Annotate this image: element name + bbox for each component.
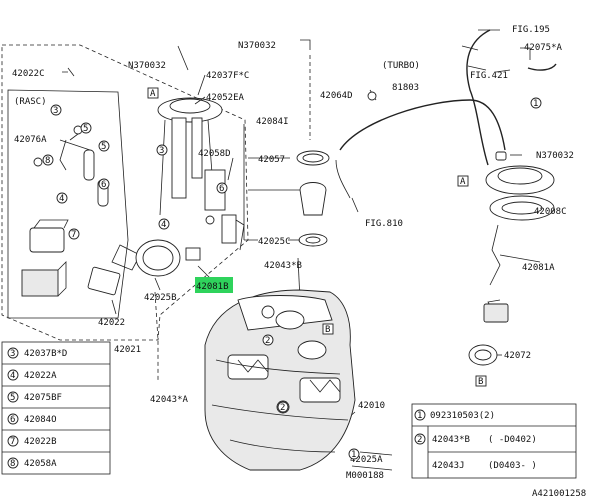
- label-m000188: M000188: [346, 471, 384, 481]
- box-a-right: A: [460, 177, 466, 187]
- callout-5a: 5: [83, 124, 88, 134]
- label-42022: 42022: [98, 318, 125, 328]
- label-42021: 42021: [114, 345, 141, 355]
- label-42025c: 42025C: [258, 237, 291, 247]
- legend-right-range-2: ( -D0402): [488, 435, 537, 445]
- legend-left: 3 42037B*D 4 42022A 5 42075BF 6 42084O 7…: [1, 341, 111, 475]
- label-fig421: FIG.421: [470, 71, 508, 81]
- callout-3b: 3: [159, 146, 164, 156]
- legend-num-8: 8: [10, 459, 15, 469]
- callout-2b: 2: [265, 336, 270, 346]
- label-42025b: 42025B: [144, 293, 177, 303]
- label-81803: 81803: [392, 83, 419, 93]
- legend-part-3: 42037B*D: [24, 349, 67, 359]
- legend-num-3: 3: [10, 349, 15, 359]
- highlight-42081b: [195, 277, 233, 293]
- label-42037fc: 42037F*C: [206, 71, 249, 81]
- callout-2a: 2: [280, 403, 285, 413]
- label-n370032-top: N370032: [128, 61, 166, 71]
- fuel-pump-module: [157, 97, 245, 251]
- callout-1a: 1: [533, 99, 538, 109]
- legend-right-num-1: 1: [417, 411, 422, 421]
- legend-num-4: 4: [10, 371, 15, 381]
- legend-part-6: 42084O: [24, 415, 57, 425]
- label-42043a: 42043*A: [150, 395, 189, 405]
- box-b-right: B: [478, 377, 483, 387]
- callout-7a: 7: [71, 230, 76, 240]
- part-labels: 42022C N370032 42037F*C 42052EA (RASC) 4…: [12, 25, 586, 499]
- legend-part-5: 42075BF: [24, 393, 62, 403]
- label-42057: 42057: [258, 155, 285, 165]
- callout-4a: 4: [59, 194, 64, 204]
- legend-num-5: 5: [10, 393, 15, 403]
- legend-right-part-2: 42043*B: [432, 435, 470, 445]
- box-a-left: A: [150, 89, 156, 99]
- label-42064d: 42064D: [320, 91, 353, 101]
- label-42084i: 42084I: [256, 117, 289, 127]
- callout-1b: 1: [351, 450, 356, 460]
- fuel-tank: [204, 289, 356, 471]
- gaskets: [135, 150, 330, 277]
- callout-6a: 6: [101, 180, 106, 190]
- legend-right-range-3: (D0403- ): [488, 461, 537, 471]
- label-42076a: 42076A: [14, 135, 47, 145]
- label-rasc: (RASC): [14, 97, 47, 107]
- callout-4b: 4: [161, 220, 166, 230]
- label-42008c: 42008C: [534, 207, 567, 217]
- legend-right-num-2: 2: [417, 435, 422, 445]
- legend-right-part-3: 42043J: [432, 461, 465, 471]
- label-42081b: 42081B: [196, 282, 229, 292]
- legend-num-6: 6: [10, 415, 15, 425]
- legend-right-part-1: 092310503(2): [430, 411, 495, 421]
- label-42022c: 42022C: [12, 69, 45, 79]
- legend-right: 1 092310503(2) 2 42043*B ( -D0402) 42043…: [411, 403, 577, 479]
- label-42058d: 42058D: [198, 149, 231, 159]
- callouts: 3 3 5 5 4 4 7 6 6 8 1 1 2 2 A A B B: [42, 87, 542, 460]
- label-turbo: (TURBO): [382, 61, 420, 71]
- callout-5b: 5: [101, 142, 106, 152]
- label-42075a: 42075*A: [524, 43, 563, 53]
- diagram-code: A421001258: [532, 489, 586, 499]
- callout-6b: 6: [219, 184, 224, 194]
- box-b-tank: B: [325, 325, 330, 335]
- legend-part-7: 42022B: [24, 437, 57, 447]
- right-assembly: [335, 29, 557, 366]
- legend-num-7: 7: [10, 437, 15, 447]
- callout-8a: 8: [45, 156, 50, 166]
- label-42052ea: 42052EA: [206, 93, 245, 103]
- left-assembly-frame: [1, 44, 249, 341]
- label-fig195: FIG.195: [512, 25, 550, 35]
- legend-part-4: 42022A: [24, 371, 57, 381]
- label-fig810: FIG.810: [365, 219, 403, 229]
- label-n370032-right: N370032: [536, 151, 574, 161]
- label-n370032-mid: N370032: [238, 41, 276, 51]
- label-42072: 42072: [504, 351, 531, 361]
- callout-3a: 3: [53, 106, 58, 116]
- label-42043b: 42043*B: [264, 261, 302, 271]
- label-42081a: 42081A: [522, 263, 555, 273]
- label-42025a: 42025A: [350, 455, 383, 465]
- legend-part-8: 42058A: [24, 459, 57, 469]
- label-42010: 42010: [358, 401, 385, 411]
